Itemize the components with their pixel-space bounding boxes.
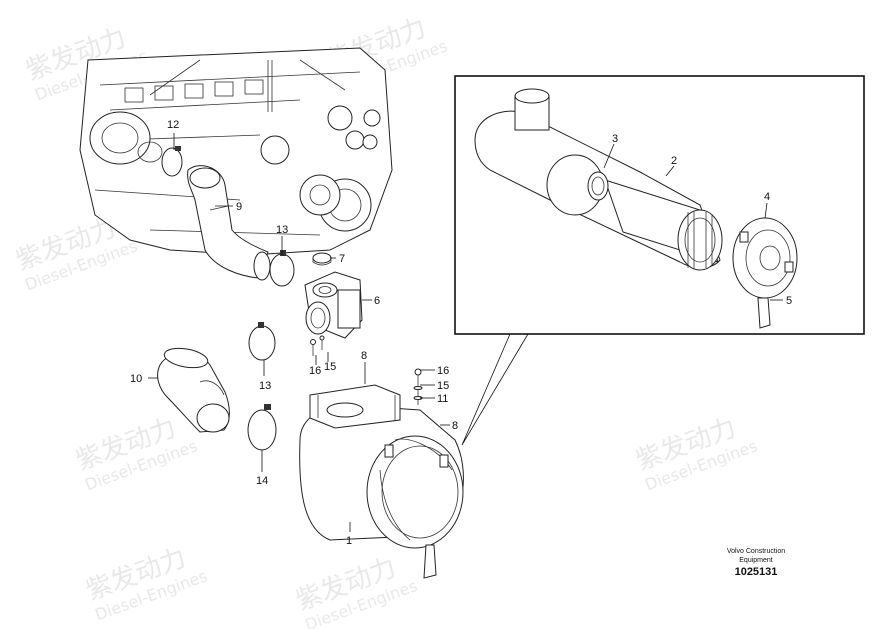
- callout-16-right: 16: [437, 365, 449, 377]
- part-7-cap: [312, 252, 332, 266]
- engine-block-illustration: [79, 47, 393, 256]
- part-10-rubber-elbow: [157, 347, 230, 433]
- callout-15-right: 15: [437, 380, 449, 392]
- part-5-vacuator-valve: [757, 297, 771, 329]
- part-14-clamp: [247, 404, 277, 451]
- callout-7: 7: [339, 253, 345, 265]
- brand-line-1: Volvo Construction: [726, 548, 786, 555]
- callout-2: 2: [671, 155, 677, 167]
- part-11-15-16-hardware-stack: [413, 368, 423, 405]
- callout-labels: 12 9 13 7 6 16 15 13 10 14 8 16 15 11 8 …: [130, 119, 792, 547]
- callout-8-right: 8: [452, 420, 458, 432]
- callout-6: 6: [374, 295, 380, 307]
- part-15-16-bolt-left: [310, 335, 325, 356]
- part-1-air-cleaner: [299, 384, 464, 579]
- brand-line-2: Equipment: [739, 557, 773, 564]
- callout-11: 11: [437, 393, 448, 405]
- part-12-clamp: [161, 146, 183, 177]
- callout-8-upper: 8: [361, 350, 367, 362]
- part-9-intake-pipe: [187, 165, 271, 281]
- callout-15-left: 15: [324, 361, 336, 373]
- callout-13-upper: 13: [276, 224, 288, 236]
- callout-5: 5: [786, 295, 792, 307]
- part-4-cover: [732, 217, 798, 299]
- callout-9: 9: [236, 201, 242, 213]
- part-3-safety-element: [587, 171, 609, 201]
- part-13-clamp-lower: [248, 322, 276, 361]
- brand-caption: Volvo Construction Equipment: [706, 547, 806, 565]
- callout-16-left: 16: [309, 365, 321, 377]
- leader-lines: [148, 133, 783, 532]
- callout-13-lower: 13: [259, 380, 271, 392]
- drawing-number: 1025131: [734, 566, 778, 578]
- part-6-elbow-housing: [304, 271, 363, 339]
- callout-4: 4: [764, 191, 770, 203]
- callout-10: 10: [130, 373, 142, 385]
- callout-14: 14: [256, 475, 268, 487]
- part-13-clamp-upper: [269, 250, 295, 287]
- callout-1: 1: [346, 535, 352, 547]
- callout-12: 12: [167, 119, 179, 131]
- callout-3: 3: [612, 133, 618, 145]
